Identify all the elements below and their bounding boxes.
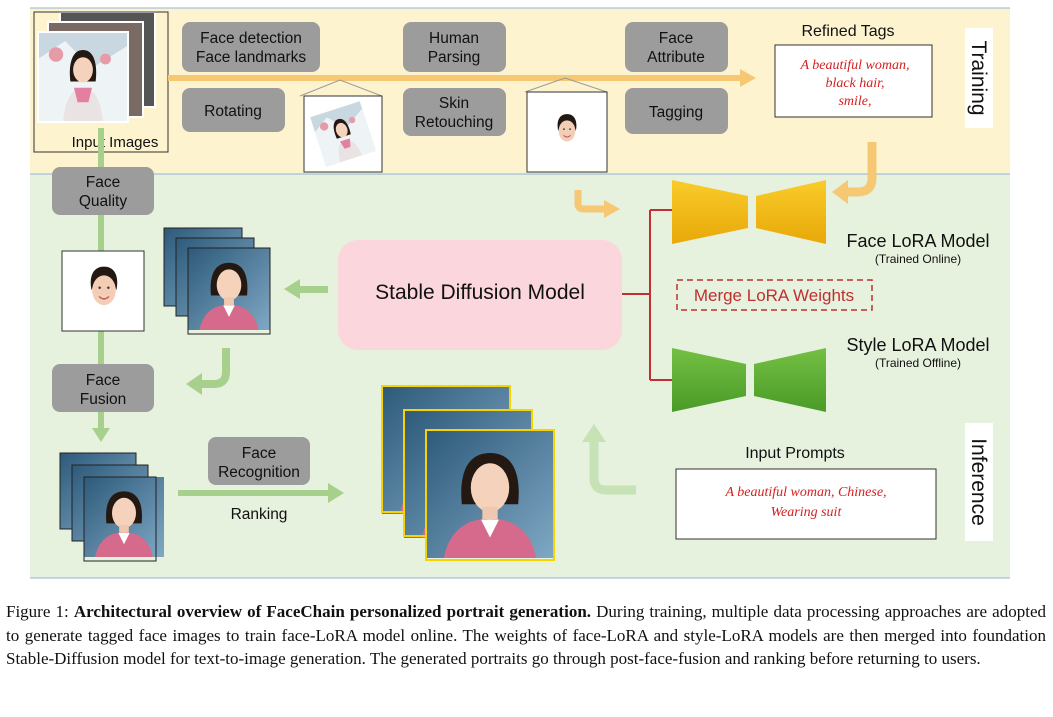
rotated-face-callout — [299, 79, 383, 173]
face-attr-text: Face — [659, 30, 693, 47]
face-recognition-box: Face Recognition — [208, 437, 310, 485]
face-fusion-line2: Fusion — [80, 391, 127, 408]
skin-retouching-box: Skin Retouching — [403, 88, 506, 136]
input-images-label: Input Images — [72, 134, 159, 151]
portraits-to-fusion-arrow — [186, 348, 230, 395]
face-recognition-line2: Recognition — [218, 464, 300, 481]
ranking-label: Ranking — [231, 506, 288, 523]
face-detection-text: Face detection — [200, 30, 302, 47]
refined-tag-1: A beautiful woman, — [799, 58, 909, 73]
generated-portraits-stack — [163, 227, 271, 335]
caption-body: During training, multiple data processin… — [6, 602, 1047, 668]
input-images-stack — [37, 11, 156, 123]
face-lora-title: Face LoRA Model — [846, 231, 989, 251]
face-quality-line1: Face — [86, 174, 120, 191]
facechain-diagram: Training Inference Input Images Face det… — [30, 7, 1010, 579]
style-lora-subtitle: (Trained Offline) — [875, 356, 961, 370]
refined-tags-box — [774, 44, 933, 118]
style-lora-model — [672, 348, 826, 412]
refined-tag-3: smile, — [838, 94, 871, 109]
caption-title: Architectural overview of FaceChain pers… — [73, 602, 592, 621]
parsing-text: Parsing — [428, 49, 481, 66]
style-lora-title: Style LoRA Model — [846, 335, 989, 355]
face-quality-box: Face Quality — [52, 167, 154, 215]
retouched-face-callout — [524, 77, 608, 173]
face-fusion-line1: Face — [86, 372, 120, 389]
input-prompts-title: Input Prompts — [745, 445, 845, 462]
sd-to-portraits-arrow — [284, 279, 328, 299]
rotating-box: Rotating — [182, 88, 285, 132]
training-flow-arrow — [168, 69, 756, 87]
face-detection-box: Face detection Face landmarks — [182, 22, 320, 72]
fused-portraits-stack — [59, 452, 164, 562]
skin-text: Skin — [439, 95, 469, 112]
prompts-to-sd-arrow — [582, 424, 636, 495]
final-portraits — [381, 385, 555, 561]
figure-caption: Figure 1: Architectural overview of Face… — [6, 600, 1046, 671]
tagging-text: Tagging — [649, 104, 703, 121]
rotating-text: Rotating — [204, 103, 262, 120]
caption-prefix: Figure 1: — [6, 602, 74, 621]
human-parsing-box: Human Parsing — [403, 22, 506, 72]
retouching-text: Retouching — [415, 114, 493, 131]
merge-lora-label: Merge LoRA Weights — [694, 286, 854, 305]
face-landmarks-text: Face landmarks — [196, 49, 307, 66]
ranking-arrow — [178, 483, 344, 503]
face-fusion-box: Face Fusion — [52, 364, 154, 412]
refined-tags-title: Refined Tags — [801, 23, 894, 40]
stable-diffusion-box: Stable Diffusion Model — [338, 240, 622, 350]
lora-connectors — [622, 209, 672, 381]
face-attribute-box: Face Attribute — [625, 22, 728, 72]
refined-tag-2: black hair, — [825, 76, 884, 91]
human-text: Human — [429, 30, 479, 47]
face-lora-model — [672, 180, 826, 244]
inference-label: Inference — [967, 438, 990, 526]
merge-lora-box — [676, 279, 873, 311]
face-recognition-line1: Face — [242, 445, 276, 462]
face-lora-subtitle: (Trained Online) — [875, 252, 961, 266]
face-to-lora-arrow — [574, 190, 620, 218]
tags-to-lora-arrow — [832, 142, 877, 204]
training-label: Training — [967, 40, 990, 115]
tagging-box: Tagging — [625, 88, 728, 134]
attribute-text: Attribute — [647, 49, 705, 66]
stable-diffusion-label: Stable Diffusion Model — [375, 281, 585, 304]
input-prompts-box — [675, 468, 937, 540]
input-prompt-line2: Wearing suit — [771, 505, 843, 520]
face-quality-line2: Quality — [79, 193, 127, 210]
input-prompt-line1: A beautiful woman, Chinese, — [724, 485, 886, 500]
cropped-face-image — [61, 250, 145, 332]
